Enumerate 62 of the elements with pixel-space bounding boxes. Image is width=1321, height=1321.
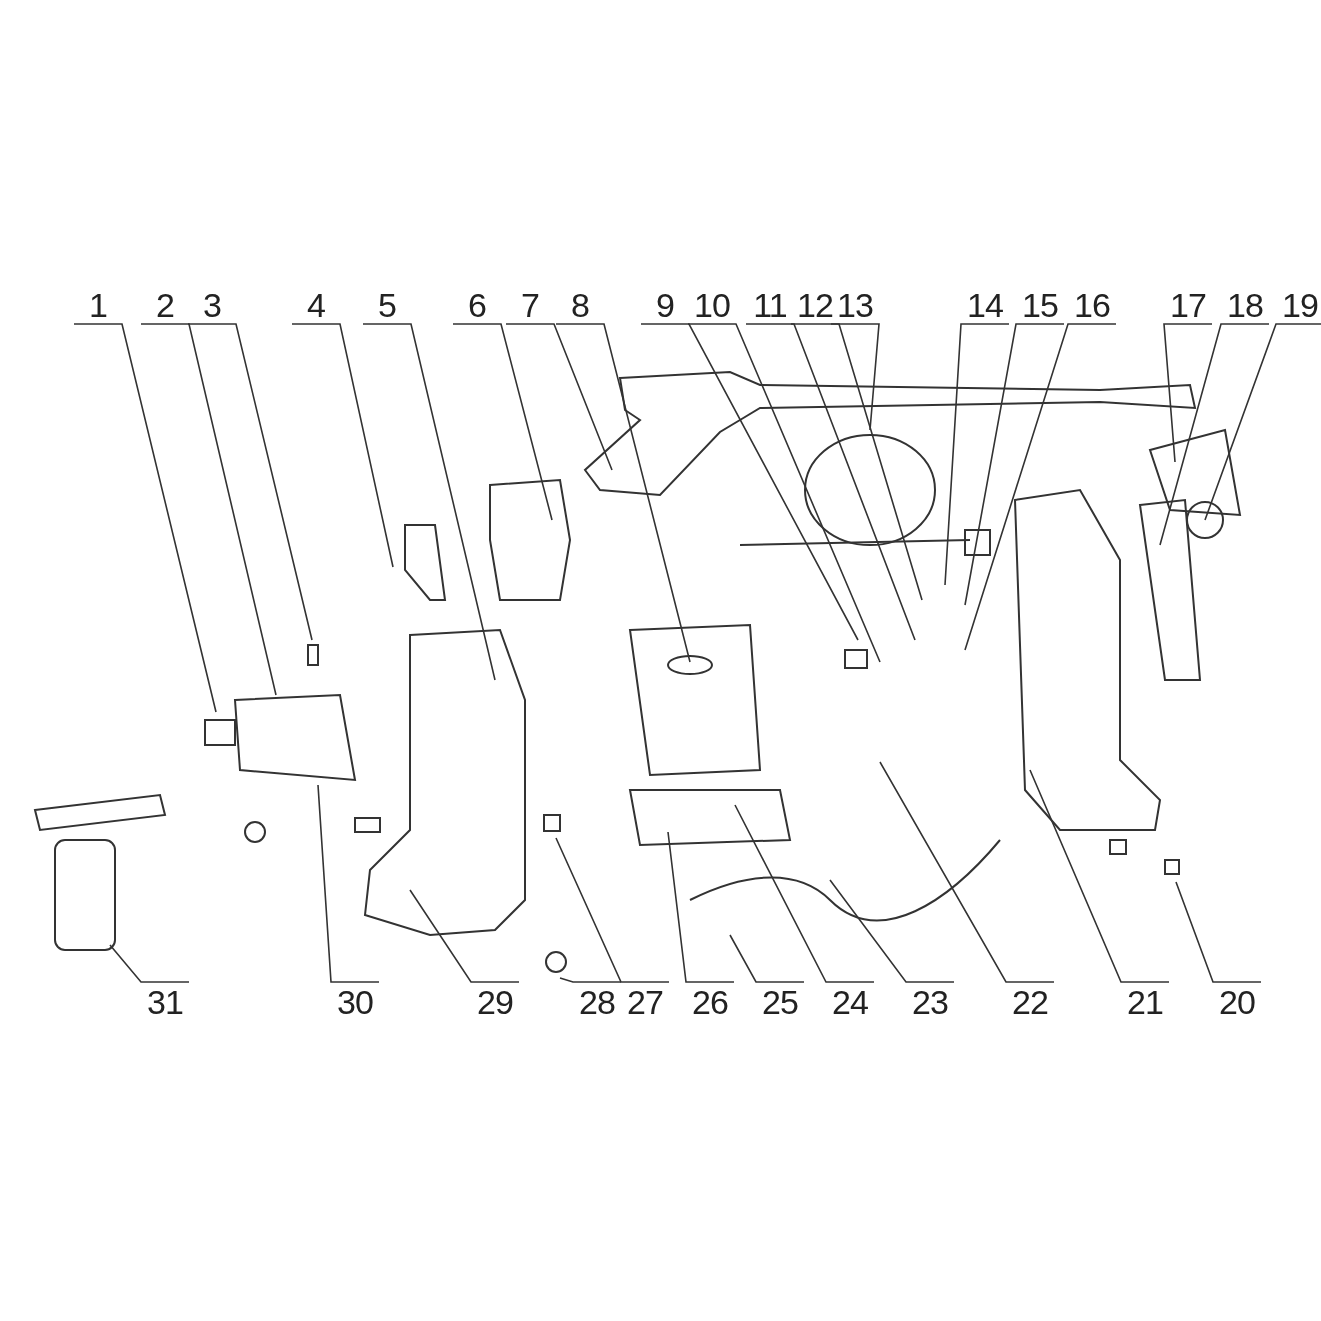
leader-line: [729, 934, 805, 983]
leader-line: [830, 323, 880, 431]
callout-number: 13: [837, 288, 873, 322]
leader-line: [734, 804, 875, 983]
leader-line: [667, 831, 735, 983]
callout-number: 5: [378, 288, 396, 322]
leader-line: [140, 323, 277, 696]
callout-number: 20: [1219, 985, 1255, 1019]
callout-number: 24: [832, 985, 868, 1019]
callout-number: 14: [967, 288, 1003, 322]
leader-line: [505, 323, 613, 471]
callout-number: 26: [692, 985, 728, 1019]
callout-number: 1: [89, 288, 107, 322]
leader-line: [362, 323, 496, 681]
callout-number: 19: [1282, 288, 1318, 322]
callout-number: 17: [1170, 288, 1206, 322]
leader-line: [559, 977, 622, 983]
callout-number: 16: [1074, 288, 1110, 322]
callout-number: 2: [156, 288, 174, 322]
leader-line: [317, 784, 380, 983]
callout-number: 12: [797, 288, 833, 322]
leader-line: [73, 323, 217, 713]
callout-number: 28: [579, 985, 615, 1019]
callout-number: 27: [627, 985, 663, 1019]
leader-line: [964, 323, 1065, 606]
leader-line: [745, 323, 916, 641]
leader-line: [555, 837, 670, 983]
callout-number: 22: [1012, 985, 1048, 1019]
callout-number: 11: [753, 288, 787, 322]
leader-line: [1163, 323, 1213, 463]
leader-line: [790, 323, 923, 601]
callout-number: 10: [694, 288, 730, 322]
callout-number: 18: [1227, 288, 1263, 322]
leader-line: [291, 323, 394, 568]
leader-line: [944, 323, 1010, 586]
callout-number: 9: [656, 288, 674, 322]
leader-line: [187, 323, 313, 641]
callout-number: 23: [912, 985, 948, 1019]
callout-number: 30: [337, 985, 373, 1019]
callout-number: 29: [477, 985, 513, 1019]
leader-line: [1175, 881, 1262, 983]
leader-line: [1159, 323, 1270, 546]
leader-line: [829, 879, 955, 983]
callout-number: 4: [307, 288, 325, 322]
callout-number: 6: [468, 288, 486, 322]
callout-number: 31: [147, 985, 183, 1019]
leader-line: [109, 944, 190, 983]
callout-number: 8: [571, 288, 589, 322]
callout-number: 15: [1022, 288, 1058, 322]
leader-line: [1029, 769, 1170, 983]
callout-number: 3: [203, 288, 221, 322]
leader-line: [640, 323, 859, 641]
leader-line: [964, 323, 1117, 651]
leader-line: [452, 323, 553, 521]
leader-line: [409, 889, 520, 983]
callout-number: 21: [1127, 985, 1163, 1019]
leader-line: [555, 323, 691, 663]
leader-line: [687, 323, 881, 663]
callout-number: 7: [521, 288, 539, 322]
callout-number: 25: [762, 985, 798, 1019]
leader-line: [879, 761, 1055, 983]
leader-line: [1204, 323, 1321, 521]
